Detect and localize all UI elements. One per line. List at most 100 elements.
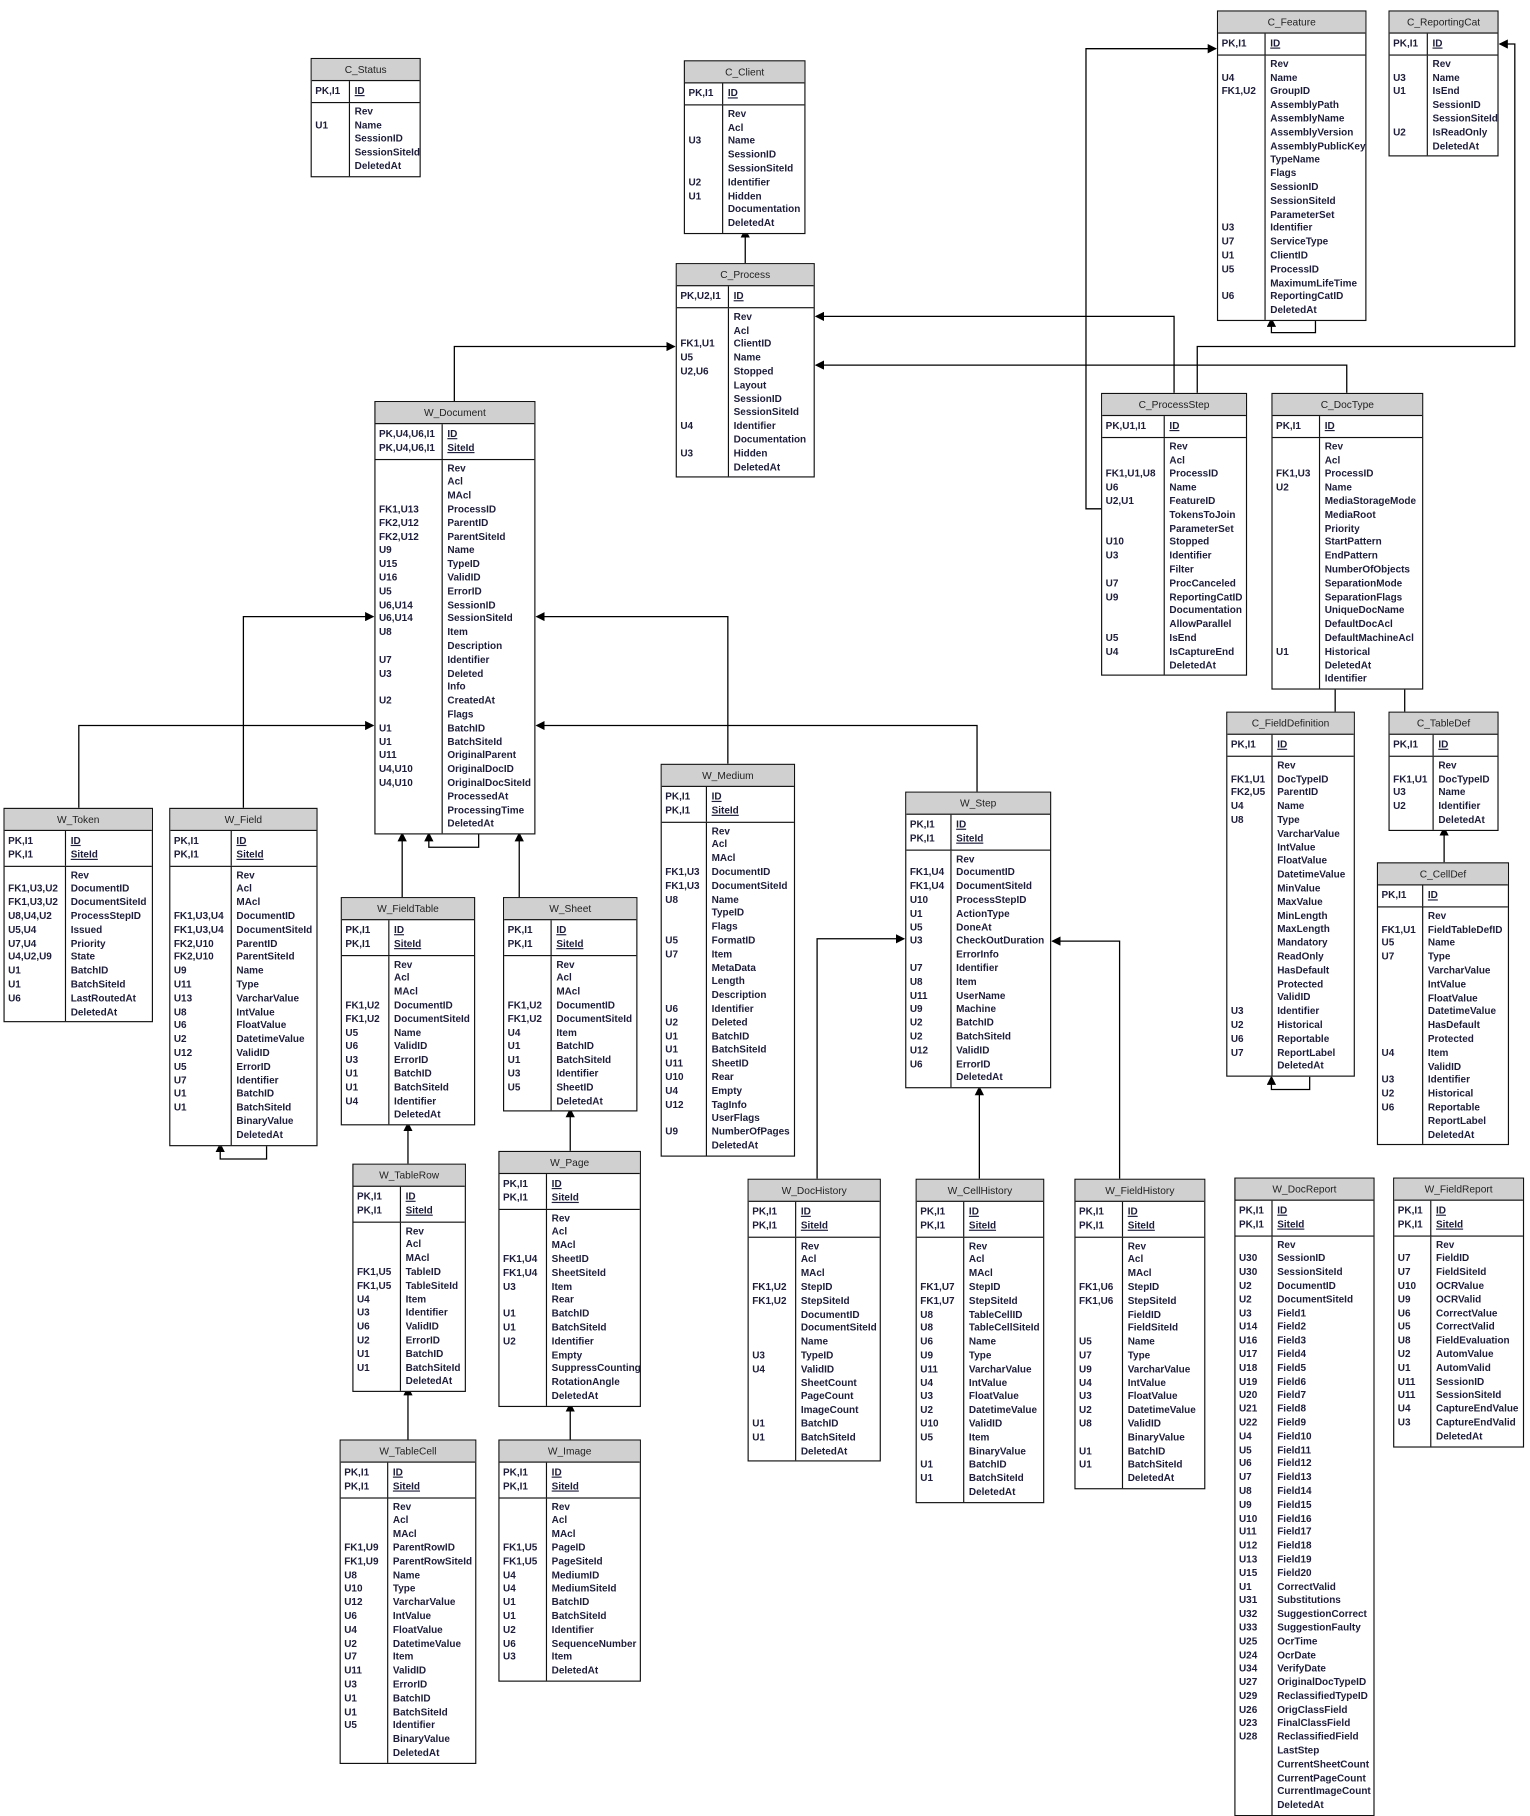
- column-key-flags: U9: [378, 544, 392, 556]
- column-key-flags: [1222, 112, 1265, 126]
- column-name: Empty: [551, 1348, 583, 1361]
- column-key-flags: U1: [378, 735, 392, 748]
- column-key-flags: U1: [1276, 645, 1289, 657]
- column-name: OcrDate: [1277, 1648, 1316, 1661]
- column-key-flags: [665, 1139, 706, 1153]
- column-key-flags: [1382, 1019, 1423, 1033]
- column-key-flags: FK1,U1,U8: [1105, 467, 1156, 480]
- column-key-flags: [1231, 1060, 1272, 1074]
- column-key-flags: U5: [680, 351, 694, 363]
- column-key-flags: U1: [8, 964, 21, 977]
- entity-title: W_TableCell: [340, 1440, 476, 1463]
- column-name: Rev: [354, 105, 373, 117]
- column-name: ValidID: [800, 1362, 835, 1375]
- column-key-flags: U2: [356, 1333, 370, 1346]
- column-name: Rev: [447, 461, 466, 474]
- column-key-flags: FK1,U3,U2: [8, 882, 58, 895]
- column-name: IsReadOnly: [1432, 126, 1488, 138]
- column-name: MinLength: [1277, 909, 1328, 921]
- column-key-flags: U1: [378, 721, 392, 734]
- column-name: Field8: [1277, 1402, 1307, 1415]
- column-key-flags: [1222, 276, 1265, 290]
- column-name: MaximumLifeTime: [1270, 276, 1357, 289]
- column-name: Rear: [551, 1293, 574, 1306]
- primary-key-column: SiteId: [1436, 1217, 1464, 1230]
- column-name: Layout: [733, 378, 767, 391]
- column-key-flags: U9: [665, 1125, 679, 1138]
- column-name: Machine: [956, 1002, 997, 1015]
- column-name: Deleted: [447, 667, 484, 679]
- column-key-flags: U5: [1105, 631, 1119, 644]
- column-key-flags: [1276, 495, 1319, 509]
- column-key-flags: [344, 1500, 387, 1514]
- entity-title: W_CellHistory: [916, 1179, 1044, 1202]
- column-name: DocumentSiteId: [394, 1012, 470, 1025]
- column-key-flags: FK2,U10: [173, 950, 214, 963]
- connector-processstep-feature: [1085, 44, 1217, 510]
- column-key-flags: [379, 804, 442, 818]
- column-key-flags: [344, 1528, 387, 1542]
- column-key-flags: U7: [1238, 1470, 1252, 1483]
- column-key-flags: [379, 708, 442, 722]
- column-key-flags: U7: [1230, 1046, 1244, 1058]
- column-key-flags: [8, 1006, 65, 1020]
- column-name: IsEnd: [1432, 85, 1460, 97]
- column-key-flags: U6: [920, 1335, 933, 1347]
- column-name: Identifier: [727, 175, 770, 188]
- column-name: CorrectValue: [1436, 1306, 1498, 1319]
- column-key-flags: [665, 989, 706, 1003]
- column-name: BatchSiteId: [800, 1431, 856, 1443]
- column-key-flags: [503, 1212, 546, 1226]
- column-key-flags: U1: [507, 1053, 521, 1066]
- column-key-flags: U3: [1105, 549, 1119, 562]
- column-name: SessionSiteId: [447, 612, 513, 624]
- column-name: BatchID: [236, 1087, 275, 1100]
- column-key-flags: U5: [1079, 1335, 1092, 1347]
- column-key-flags: U10: [665, 1070, 684, 1083]
- column-name: DeletedAt: [711, 1139, 759, 1151]
- column-key-flags: U9: [909, 1002, 923, 1015]
- primary-key-column: ID: [392, 1466, 403, 1478]
- column-key-flags: U3: [680, 447, 694, 459]
- column-key-flags: PK,I1: [752, 1205, 778, 1217]
- column-key-flags: U3: [378, 667, 392, 679]
- column-key-flags: [508, 972, 551, 986]
- column-key-flags: U6: [503, 1637, 516, 1649]
- entity-title: W_Sheet: [504, 898, 637, 921]
- column-name: TypeID: [711, 906, 745, 919]
- column-name: AssemblyPublicKey: [1270, 139, 1366, 152]
